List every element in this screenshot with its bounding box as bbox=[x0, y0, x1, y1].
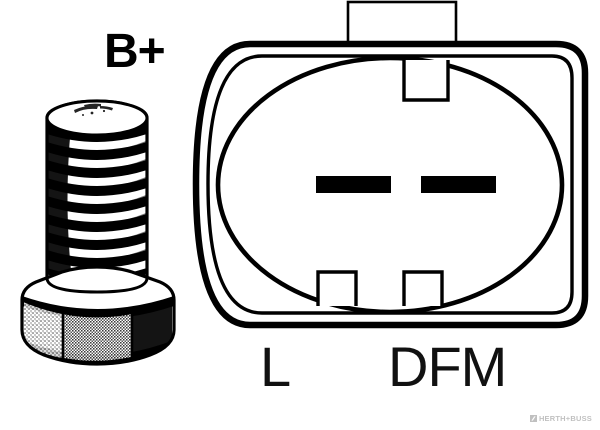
stud-end-face-marks bbox=[74, 103, 113, 116]
stud-hex-head bbox=[20, 265, 176, 366]
terminal-blade-l bbox=[316, 176, 391, 193]
connector-keying-notch-top bbox=[402, 60, 450, 102]
stud-shank bbox=[45, 99, 149, 280]
pin-label-dfm: DFM bbox=[388, 335, 507, 398]
pin-label-l: L bbox=[260, 335, 292, 398]
connector-keying-notches-bottom bbox=[316, 270, 444, 306]
terminal-blade-dfm bbox=[421, 176, 496, 193]
brand-watermark: HERTH+BUSS bbox=[529, 414, 592, 423]
watermark-text: HERTH+BUSS bbox=[538, 414, 592, 423]
herth-buss-logo-mark bbox=[529, 415, 537, 422]
connector-terminal-blades bbox=[316, 176, 496, 193]
b-plus-label: B+ bbox=[104, 25, 166, 78]
